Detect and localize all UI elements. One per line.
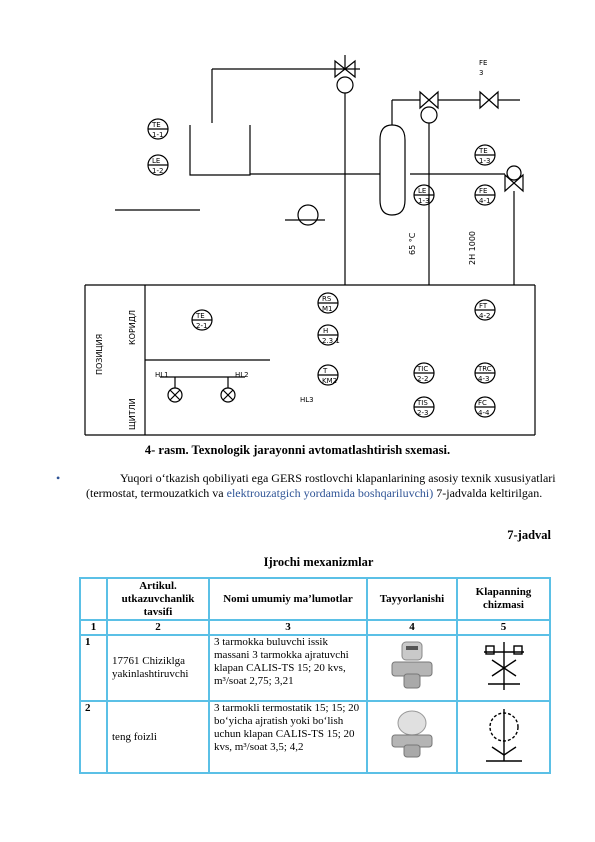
svg-text:4-2: 4-2: [479, 312, 490, 320]
svg-text:ЩИТЛИ: ЩИТЛИ: [128, 398, 137, 430]
svg-text:HL2: HL2: [235, 371, 249, 379]
table-title: Ijrochi mexanizmlar: [263, 555, 374, 569]
svg-text:1-3: 1-3: [479, 157, 490, 165]
paragraph-link[interactable]: elektrouzatgich yordamida boshqariluvchi…: [226, 486, 434, 500]
table-header-row: Artikul. utkazuvchanlik tavsifi Nomi umu…: [79, 577, 551, 621]
paragraph-text-end: 7-jadvalda keltirilgan.: [433, 486, 543, 500]
valve-schematic-icon: [485, 709, 522, 762]
svg-text:65 °C: 65 °C: [408, 232, 417, 255]
valve-schematic: [456, 700, 551, 774]
svg-text:H: H: [323, 327, 328, 335]
index-cell: 3: [208, 619, 368, 636]
svg-text:4-3: 4-3: [478, 375, 489, 383]
artikul-cell: 17761 Chiziklga yakinlashtiruvchi: [106, 634, 210, 702]
index-cell: 2: [106, 619, 210, 636]
svg-text:1-2: 1-2: [152, 167, 163, 175]
svg-text:FE: FE: [479, 187, 487, 195]
paragraph-text-start: Yuqori o‘tkazish qobiliyati ega GERS ros…: [86, 471, 556, 500]
index-cell: 1: [79, 619, 108, 636]
artikul-cell: teng foizli: [106, 700, 210, 774]
index-cell: 5: [456, 619, 551, 636]
header-cell: Artikul. utkazuvchanlik tavsifi: [106, 577, 210, 621]
svg-text:2.3.1: 2.3.1: [322, 337, 340, 345]
valve-schematic-icon: [483, 642, 524, 690]
header-cell: Nomi umumiy ma’lumotlar: [208, 577, 368, 621]
table-row: 1 17761 Chiziklga yakinlashtiruvchi 3 ta…: [79, 634, 551, 702]
valve-photo-icon: [391, 710, 433, 758]
svg-text:4-1: 4-1: [479, 197, 490, 205]
svg-text:2-3: 2-3: [417, 409, 428, 417]
header-cell: Tayyorlanishi: [366, 577, 458, 621]
valve-photo: [366, 700, 458, 774]
svg-text:HL3: HL3: [300, 396, 314, 404]
actuators-table: Artikul. utkazuvchanlik tavsifi Nomi umu…: [79, 577, 551, 774]
svg-text:1-3: 1-3: [418, 197, 429, 205]
svg-text:FE: FE: [479, 59, 487, 67]
svg-text:2-1: 2-1: [196, 322, 207, 330]
svg-text:T: T: [322, 367, 328, 375]
svg-text:4-4: 4-4: [478, 409, 490, 417]
svg-text:КОРИДЛ: КОРИДЛ: [128, 310, 137, 345]
row-number: 1: [79, 634, 108, 702]
svg-text:M1: M1: [322, 305, 333, 313]
svg-text:FC: FC: [478, 399, 487, 407]
table-index-row: 1 2 3 4 5: [79, 619, 551, 636]
svg-text:RS: RS: [322, 295, 332, 303]
svg-text:LE: LE: [152, 157, 160, 165]
bullet-icon: •: [56, 471, 61, 485]
name-cell: 3 tarmokli termostatik 15; 15; 20 bo‘yic…: [208, 700, 368, 774]
svg-text:ПОЗИЦИЯ: ПОЗИЦИЯ: [95, 334, 104, 375]
svg-text:TE: TE: [195, 312, 205, 320]
header-cell: [79, 577, 108, 621]
table-number: 7-jadval: [507, 528, 551, 542]
valve-photo-icon: [391, 641, 433, 689]
svg-text:LE: LE: [418, 187, 426, 195]
row-number: 2: [79, 700, 108, 774]
valve-schematic: [456, 634, 551, 702]
svg-text:TRC: TRC: [477, 365, 492, 373]
svg-text:KM2: KM2: [322, 377, 337, 385]
index-cell: 4: [366, 619, 458, 636]
body-paragraph: • Yuqori o‘tkazish qobiliyati ega GERS ro…: [56, 471, 556, 501]
svg-text:TIS: TIS: [416, 399, 428, 407]
header-cell: Klapanning chizmasi: [456, 577, 551, 621]
svg-text:2H 1000: 2H 1000: [468, 231, 477, 265]
svg-text:TE: TE: [151, 121, 161, 129]
svg-text:1-1: 1-1: [152, 131, 163, 139]
svg-text:HL1: HL1: [155, 371, 169, 379]
svg-text:TIC: TIC: [416, 365, 428, 373]
automation-scheme-figure: TE 1-1 LE 1-2 LE 1-3 TE 1-3 FE 4-1 FT 4-2 RS M1…: [84, 55, 536, 436]
figure-caption: 4- rasm. Texnologik jarayonni avtomatlas…: [144, 443, 451, 457]
svg-text:FT: FT: [479, 302, 488, 310]
name-cell: 3 tarmokka buluvchi issik massani 3 tarm…: [208, 634, 368, 702]
svg-text:2-2: 2-2: [417, 375, 428, 383]
valve-photo: [366, 634, 458, 702]
svg-text:TE: TE: [478, 147, 488, 155]
table-row: 2 teng foizli 3 tarmokli termostatik 15;…: [79, 700, 551, 774]
svg-text:3: 3: [479, 69, 483, 77]
